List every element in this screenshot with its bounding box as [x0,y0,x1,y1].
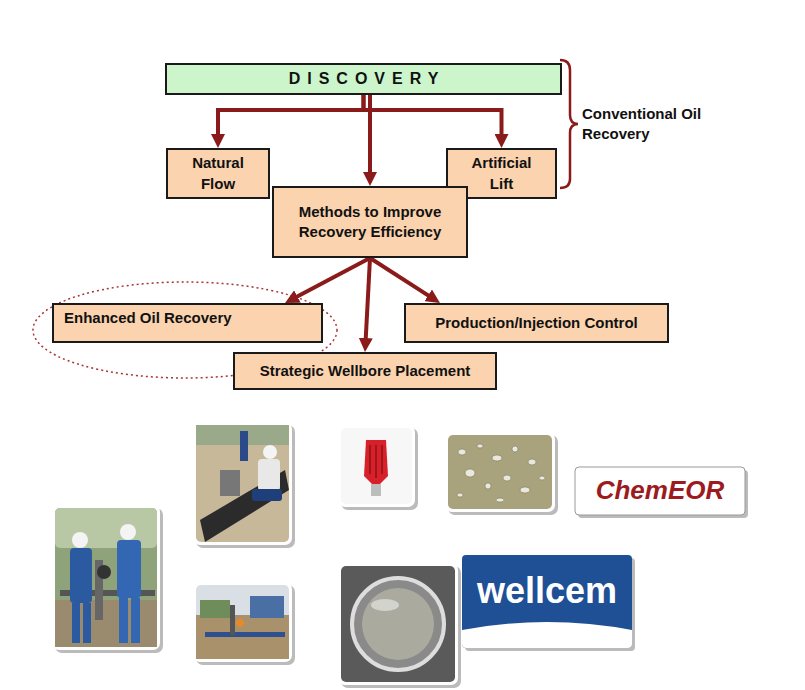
logo-text: ChemEOR [596,473,725,508]
box-text: Enhanced Oil Recovery [64,308,232,328]
bracket-label: Conventional Oil Recovery [582,100,732,148]
logo-frame [575,467,748,518]
arrow-connector [364,95,502,139]
logo-text: wellcem [477,567,617,616]
curly-bracket [560,60,578,188]
logo-text: wellcem [462,560,632,622]
process-box: Enhanced Oil Recovery [52,303,323,343]
process-box: Natural Flow [166,148,270,199]
process-box: Production/Injection Control [404,303,669,343]
logo-text: ChemEOR [575,467,745,515]
photo-red-nozzle [338,425,418,510]
box-text: Production/Injection Control [435,313,638,333]
arrow-connector [366,258,371,343]
box-text: Artificial Lift [458,153,545,194]
logo-background [462,555,635,651]
start-box: DISCOVERY [165,63,562,95]
photo-workers [52,505,163,653]
arrow-connector [370,258,432,298]
photo-droplets [445,432,558,515]
photo-kneeling-worker [193,422,295,548]
process-box: Strategic Wellbore Placement [233,352,497,390]
box-text: Natural Flow [178,153,258,194]
box-text: Methods to Improve Recovery Efficiency [284,202,456,243]
photo-field-site [193,582,295,665]
process-box: Methods to Improve Recovery Efficiency [272,186,468,258]
arrow-connector [218,95,364,139]
box-text: DISCOVERY [282,68,446,90]
bracket-label: Conventional Oil Recovery [582,104,732,145]
arrow-connector [293,258,370,299]
photo-beaker [338,563,461,688]
arrow-connector [368,95,372,177]
box-text: Strategic Wellbore Placement [260,361,471,381]
